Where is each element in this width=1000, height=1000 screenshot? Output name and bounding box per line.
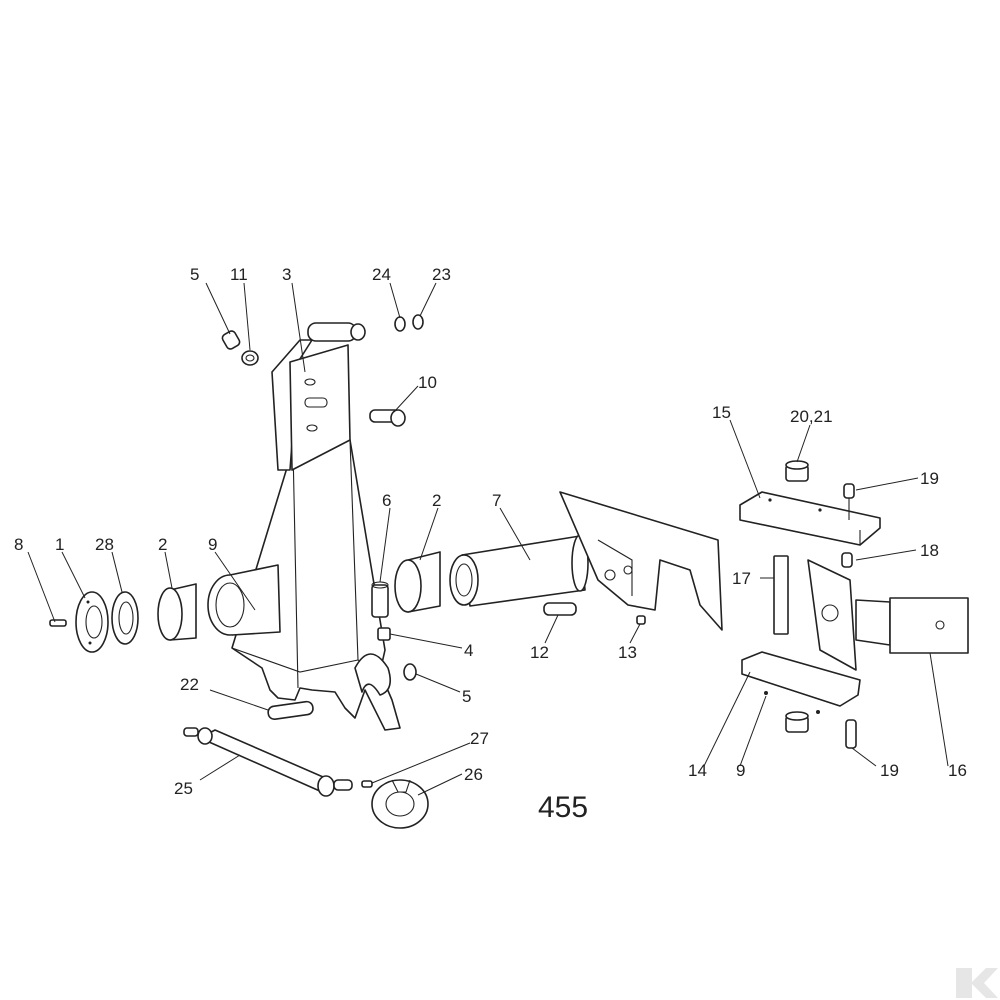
callout-16: 16: [948, 761, 967, 780]
callout-12: 12: [530, 643, 549, 662]
callout-7: 7: [492, 491, 501, 510]
callout-26: 26: [464, 765, 483, 784]
callout-3: 3: [282, 265, 291, 284]
pin-part-18: [841, 552, 853, 568]
main-frame: [207, 322, 401, 731]
tube-part-7: [449, 491, 723, 631]
callout-19-bottom: 19: [880, 761, 899, 780]
screw-part-27: [361, 780, 373, 788]
housing-part-16: [807, 559, 969, 671]
bolt-part-13: [636, 615, 646, 625]
flange-part-1: [75, 591, 109, 653]
brand-logo: [956, 968, 998, 998]
callout-25: 25: [174, 779, 193, 798]
ring-part-23: [412, 314, 424, 330]
pin-part-22: [267, 700, 314, 721]
callout-14: 14: [688, 761, 707, 780]
bar-part-17: [773, 555, 789, 635]
small-parts-lower-right: [764, 691, 857, 749]
nipple-part-5-top: [221, 330, 241, 350]
figure-number: 455: [538, 791, 588, 824]
leader-lines: [27, 282, 949, 796]
shaft-part-25: [183, 727, 353, 797]
callout-5-middle: 5: [462, 687, 471, 706]
callout-15: 15: [712, 403, 731, 422]
callout-9-left: 9: [208, 535, 217, 554]
bushing-part-2-right: [394, 551, 441, 613]
collar-part-26: [371, 779, 429, 829]
bush-part-20-21: [785, 460, 809, 482]
callout-11: 11: [230, 265, 248, 284]
nut-part-4: [377, 627, 391, 641]
ring-part-24: [394, 316, 406, 332]
callout-1: 1: [55, 535, 64, 554]
washer-part-28: [111, 591, 139, 645]
callout-22: 22: [180, 675, 199, 694]
callout-2-right: 2: [432, 491, 441, 510]
callout-18: 18: [920, 541, 939, 560]
callout-23: 23: [432, 265, 451, 284]
callout-4: 4: [464, 641, 473, 660]
pin-part-12: [543, 602, 577, 616]
callout-27: 27: [470, 729, 489, 748]
callout-17: 17: [732, 569, 751, 588]
bolt-part-19-top: [843, 483, 855, 520]
ring-part-11: [241, 350, 259, 366]
callout-labels: 5 11 3 24 23 10 15 20,21 19 6 2 7 8 1 28…: [14, 265, 967, 798]
ring-part-5-middle: [403, 663, 417, 681]
callout-19-top: 19: [920, 469, 939, 488]
callout-5-top: 5: [190, 265, 199, 284]
callout-9-right: 9: [736, 761, 745, 780]
callout-28: 28: [95, 535, 114, 554]
clamp-plate-part-14: [741, 651, 861, 707]
pin-part-10: [369, 409, 406, 427]
callout-24: 24: [372, 265, 391, 284]
callout-10: 10: [418, 373, 437, 392]
callout-2-left: 2: [158, 535, 167, 554]
callout-13: 13: [618, 643, 637, 662]
sleeve-part-6: [371, 581, 389, 618]
clamp-plate-part-15: [739, 491, 881, 546]
screw-part-8: [49, 619, 67, 627]
callout-20-21: 20,21: [790, 407, 833, 426]
bushing-part-2-left: [157, 583, 197, 641]
callout-8: 8: [14, 535, 23, 554]
callout-6: 6: [382, 491, 391, 510]
